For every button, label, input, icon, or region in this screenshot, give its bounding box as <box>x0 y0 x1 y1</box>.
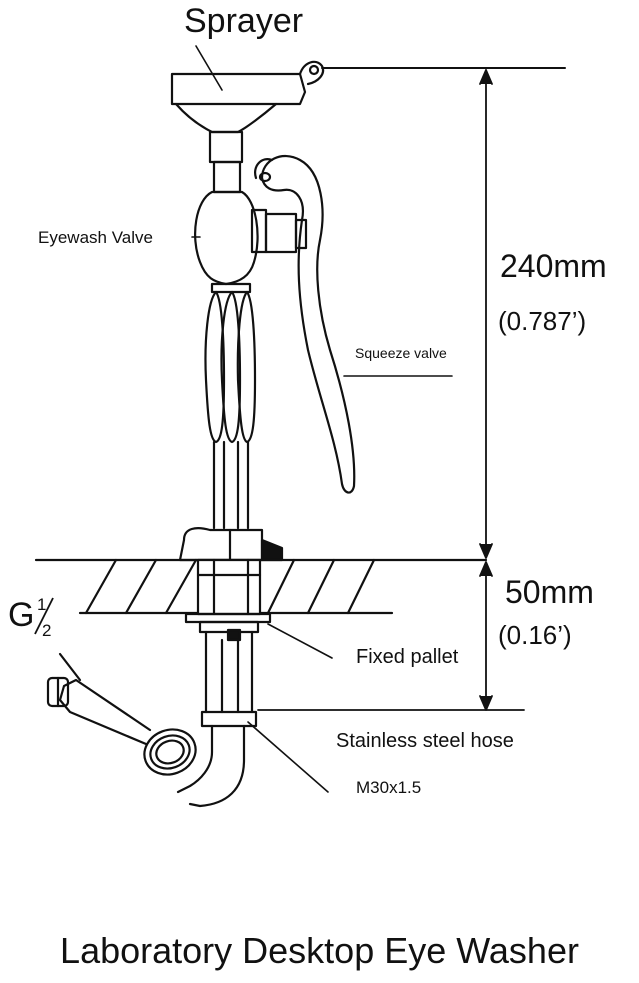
lower-tube <box>176 630 258 808</box>
sprayer-label: Sprayer <box>184 2 304 40</box>
valve-handle-rods <box>204 290 257 530</box>
pipe-thread-letter: G <box>8 596 35 634</box>
diagram-title: Laboratory Desktop Eye Washer <box>60 930 579 971</box>
lower-dimension-mm: 50mm <box>505 574 594 610</box>
base-flange <box>178 527 284 562</box>
fixed-pallet-label: Fixed pallet <box>356 646 459 668</box>
leader-lines <box>191 45 453 793</box>
eyewash-valve-label: Eyewash Valve <box>38 228 153 247</box>
pipe-thread-denominator: 2 <box>42 621 51 640</box>
elbow-connector <box>46 652 197 776</box>
thread-label: M30x1.5 <box>356 778 422 797</box>
dimension-lines <box>257 69 525 711</box>
squeeze-valve-lever <box>254 154 356 494</box>
upper-dimension-ft: (0.787’) <box>498 306 587 336</box>
pipe-thread-numerator: 1 <box>37 595 46 614</box>
fixed-pallet-plate <box>184 612 272 642</box>
squeeze-valve-label: Squeeze valve <box>355 345 447 361</box>
stainless-hose-label: Stainless steel hose <box>336 730 514 752</box>
lower-dimension-ft: (0.16’) <box>498 620 572 650</box>
sprayer-neck <box>208 130 244 194</box>
pipe-thread-fraction: 1 2 <box>34 595 54 640</box>
eyewash-valve-body <box>194 190 308 294</box>
sprayer-head <box>170 60 566 134</box>
upper-dimension-mm: 240mm <box>500 248 607 284</box>
shank <box>196 558 262 616</box>
